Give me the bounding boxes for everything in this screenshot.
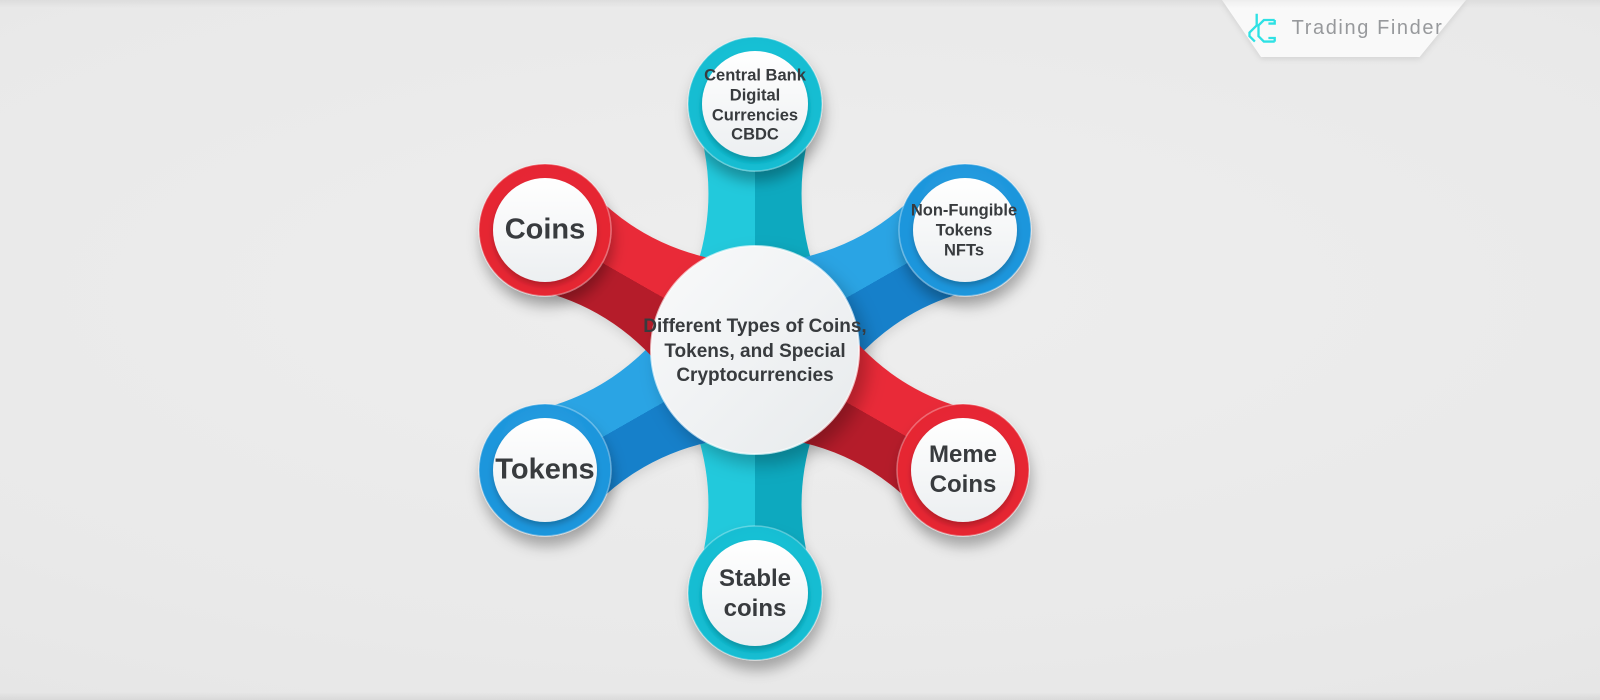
node-inner-tokens [493, 418, 597, 522]
brand-watermark: Trading Finder [1222, 0, 1466, 57]
node-coins [478, 163, 612, 297]
brand-plate: Trading Finder [1222, 0, 1466, 57]
node-inner-stable-coins [702, 540, 808, 646]
node-cbdc [687, 36, 823, 172]
center-circle [650, 245, 860, 455]
node-inner-coins [493, 178, 597, 282]
node-inner-nfts [913, 178, 1017, 282]
node-tokens [478, 403, 612, 537]
center-node [650, 245, 860, 455]
node-meme-coins [896, 403, 1030, 537]
trading-finder-logo-icon [1247, 13, 1276, 43]
node-nfts [898, 163, 1032, 297]
node-inner-meme-coins [911, 418, 1015, 522]
node-stable-coins [687, 525, 823, 661]
node-inner-cbdc [702, 51, 808, 157]
brand-name: Trading Finder [1291, 17, 1444, 39]
